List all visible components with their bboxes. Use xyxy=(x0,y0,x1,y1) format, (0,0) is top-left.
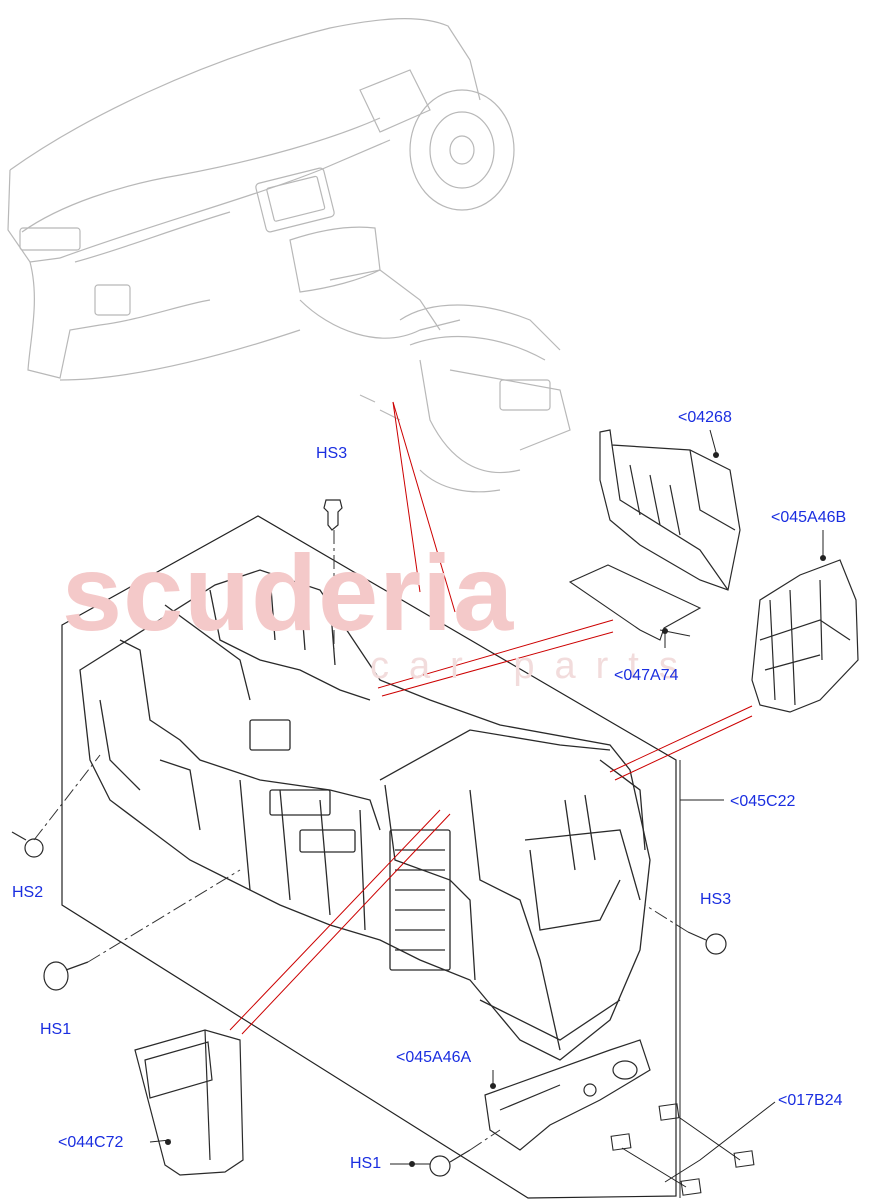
callout-hs3-right[interactable]: HS3 xyxy=(700,891,732,908)
leader-lines xyxy=(229,401,753,1035)
callout-hs2[interactable]: HS2 xyxy=(12,884,44,901)
part-047A74 xyxy=(568,564,702,641)
fastener-hs2 xyxy=(11,831,44,858)
fastener-hs1-left xyxy=(43,961,89,991)
callout-045C22[interactable]: <045C22 xyxy=(730,793,796,810)
callout-045A46B[interactable]: <045A46B xyxy=(771,509,847,526)
console-carrier xyxy=(79,569,651,1061)
part-017B24 xyxy=(610,1103,755,1196)
part-045A46B xyxy=(751,559,859,713)
assembly-lines xyxy=(33,530,689,1151)
callout-leaders xyxy=(149,429,824,1198)
part-045A46A xyxy=(484,1039,651,1151)
callout-045A46A[interactable]: <045A46A xyxy=(396,1049,472,1066)
part-044C72 xyxy=(134,1029,244,1176)
callout-hs3-top[interactable]: HS3 xyxy=(316,445,348,462)
callout-04268[interactable]: <04268 xyxy=(678,409,732,426)
callout-017B24[interactable]: <017B24 xyxy=(778,1092,843,1109)
fastener-hs1-bottom xyxy=(429,1149,471,1177)
dashboard-illustration xyxy=(7,18,571,493)
callout-dots xyxy=(165,452,826,1167)
callout-044C72[interactable]: <044C72 xyxy=(58,1134,124,1151)
fastener-hs3-right xyxy=(687,931,727,955)
fastener-hs3-top xyxy=(323,499,343,531)
callout-hs1-bottom[interactable]: HS1 xyxy=(350,1155,382,1172)
part-04268 xyxy=(599,429,741,591)
callout-hs1-left[interactable]: HS1 xyxy=(40,1021,72,1038)
exploded-view-frame xyxy=(61,515,677,1199)
callout-047A74[interactable]: <047A74 xyxy=(614,667,679,684)
